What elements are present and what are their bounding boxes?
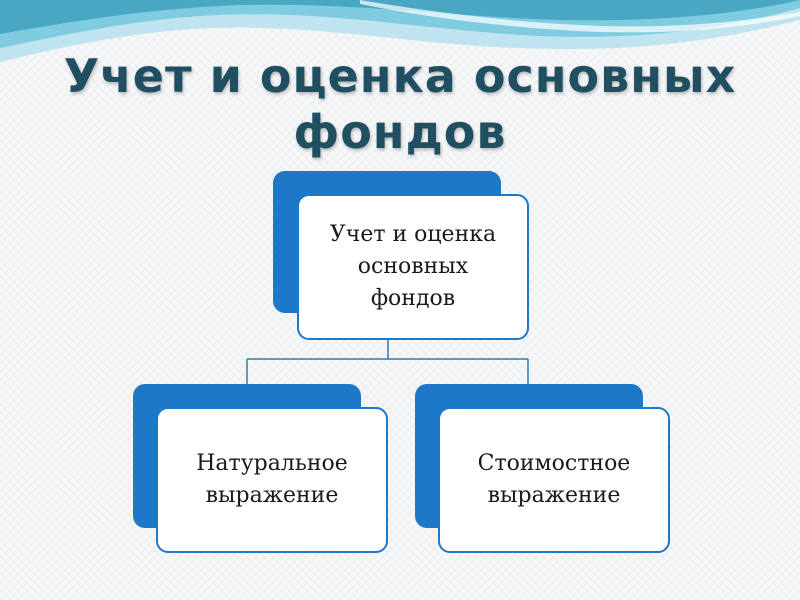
- slide-title: Учет и оценка основных фондов: [63, 49, 737, 159]
- decorative-wave: [0, 0, 800, 62]
- child-node-right: Стоимостное выражение: [438, 407, 670, 553]
- child-node-right-label: Стоимостное выражение: [477, 451, 631, 508]
- root-node: Учет и оценка основных фондов: [297, 194, 529, 340]
- root-node-label: Учет и оценка основных фондов: [329, 222, 497, 311]
- child-node-left: Натуральное выражение: [156, 407, 388, 553]
- child-node-left-label: Натуральное выражение: [196, 451, 348, 508]
